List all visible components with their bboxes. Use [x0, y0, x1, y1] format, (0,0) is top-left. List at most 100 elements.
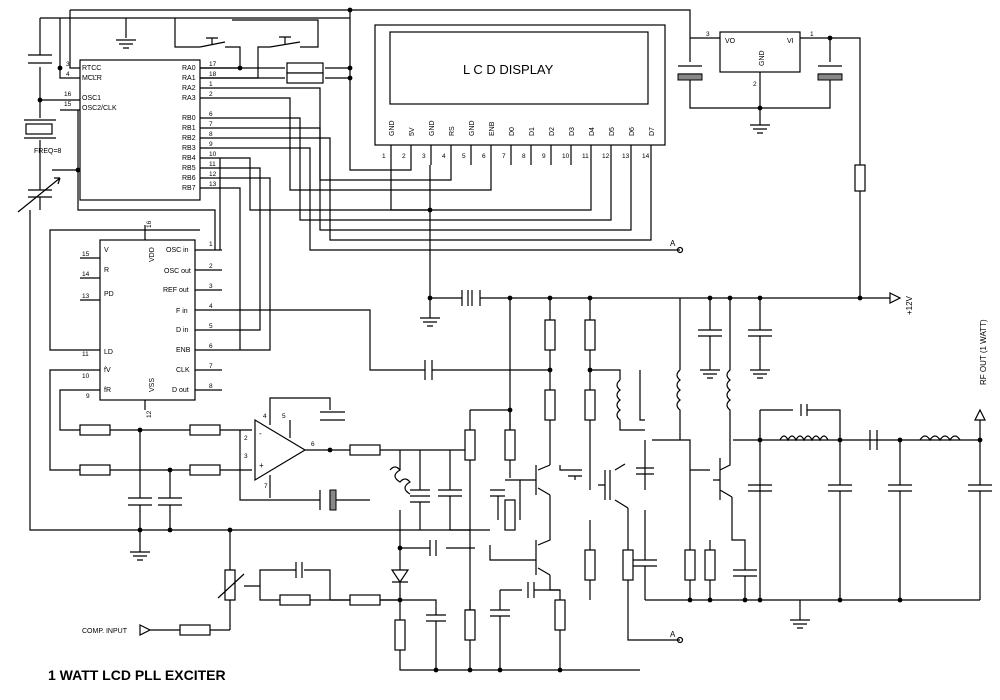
svg-text:3: 3: [66, 61, 70, 68]
svg-text:6: 6: [209, 343, 213, 350]
pll-pin-pd: PD: [104, 291, 114, 298]
push-button-1: [199, 37, 226, 48]
opamp-minus: -: [259, 429, 262, 438]
supply-rail: +12V: [430, 290, 914, 379]
mcu-pin-rb7: RB7: [182, 185, 196, 192]
lcd-pin-d3-label: D3: [569, 127, 576, 136]
lcd-pin-enb-label: ENB: [489, 121, 496, 136]
lcd-pin-d2-label: D2: [549, 127, 556, 136]
schematic-title: 1 WATT LCD PLL EXCITER: [48, 667, 226, 683]
svg-text:5: 5: [209, 323, 213, 330]
svg-text:13: 13: [82, 293, 90, 300]
node-a-label-bottom: A: [670, 630, 676, 639]
mcu-lcd-bus: A: [200, 87, 684, 351]
svg-text:13: 13: [209, 181, 217, 188]
svg-text:1: 1: [810, 31, 814, 38]
lcd-pin-number: 2: [402, 153, 406, 160]
crystal-oscillator: FREQ=8: [17, 97, 490, 531]
loop-filter: [79, 424, 252, 561]
pll-pin-ref-out: REF out: [163, 287, 189, 294]
lcd-pin-row: GND15V2GND3RS4GND5ENB6D07D18D29D310D411D…: [382, 120, 656, 165]
lcd-pin-number: 13: [622, 153, 630, 160]
svg-text:11: 11: [82, 351, 89, 358]
lcd-display-label: L C D DISPLAY: [463, 62, 554, 77]
mcu-pin-rb4: RB4: [182, 155, 196, 162]
mcu-pin-rb1: RB1: [182, 125, 196, 132]
lcd-pin-number: 7: [502, 153, 506, 160]
lcd-pin-gnd-label: GND: [429, 120, 436, 136]
mcu-pin-mclr: MCLR: [82, 75, 102, 82]
supply-label: +12V: [905, 295, 914, 315]
push-button-2: [269, 36, 301, 48]
mcu-pin-rb5: RB5: [182, 165, 196, 172]
svg-text:16: 16: [64, 91, 72, 98]
svg-text:9: 9: [86, 393, 90, 400]
pll-pin-clk: CLK: [176, 367, 190, 374]
lcd-pin-5v-label: 5V: [409, 127, 416, 136]
lcd-pin-gnd-label: GND: [469, 120, 476, 136]
svg-text:2: 2: [753, 81, 757, 88]
lcd-pin-number: 1: [382, 153, 386, 160]
mcu-pin-rb0: RB0: [182, 115, 196, 122]
svg-text:8: 8: [209, 131, 213, 138]
mcu-pin-osc1: OSC1: [82, 95, 101, 102]
svg-text:15: 15: [64, 101, 72, 108]
svg-text:4: 4: [209, 303, 213, 310]
svg-text:1: 1: [209, 81, 213, 88]
top-wiring: [39, 9, 691, 112]
lcd-display: L C D DISPLAY: [374, 24, 666, 146]
svg-text:10: 10: [209, 151, 217, 158]
svg-text:8: 8: [209, 383, 213, 390]
comp-input-label: COMP. INPUT: [82, 628, 128, 635]
pll-pin-v: V: [104, 247, 109, 254]
pll-synthesizer: V R PD LD fV fR 15 14 13 11 10 9 OSC in …: [49, 220, 425, 471]
svg-text:2: 2: [209, 263, 213, 270]
voltage-regulator: VO VI GND 3 1 2: [677, 31, 866, 298]
svg-text:7: 7: [209, 121, 213, 128]
pll-pin-d-in: D in: [176, 327, 189, 334]
svg-text:6: 6: [209, 111, 213, 118]
lcd-pin-d7-label: D7: [649, 127, 656, 136]
svg-text:4: 4: [66, 71, 70, 78]
crystal-label: FREQ=8: [34, 148, 62, 155]
mcu-pin-ra1: RA1: [182, 75, 196, 82]
pll-pin-enb: ENB: [176, 347, 191, 354]
pll-pin-osc-in: OSC in: [166, 247, 189, 254]
pll-pin-d-out: D out: [172, 387, 189, 394]
lcd-pin-d0-label: D0: [509, 127, 516, 136]
vco-section: [330, 298, 640, 673]
mcu-decoupling-capacitor: [28, 54, 52, 64]
mcu-pin-ra0: RA0: [182, 65, 196, 72]
svg-text:12: 12: [209, 171, 217, 178]
svg-text:7: 7: [264, 483, 268, 490]
lcd-ground-wiring: [349, 112, 440, 327]
svg-text:7: 7: [209, 363, 213, 370]
svg-text:14: 14: [82, 271, 90, 278]
svg-text:6: 6: [311, 441, 315, 448]
driver-stage: A: [598, 369, 710, 644]
lcd-pin-d4-label: D4: [589, 127, 596, 136]
svg-text:4: 4: [263, 413, 267, 420]
mcu-pin-rb3: RB3: [182, 145, 196, 152]
modulation-input: COMP. INPUT: [82, 527, 400, 636]
svg-text:2: 2: [209, 91, 213, 98]
lcd-pin-number: 5: [462, 153, 466, 160]
svg-text:15: 15: [82, 251, 90, 258]
microcontroller: RTCC MCLR OSC1 OSC2/CLK 3 4 16 15 RA0 RA…: [60, 59, 217, 201]
lcd-pin-number: 8: [522, 153, 526, 160]
lcd-pin-d6-label: D6: [629, 127, 636, 136]
pll-pin-r: R: [104, 267, 109, 274]
rf-out-label: RF OUT (1 WATT): [979, 319, 988, 385]
lcd-pin-gnd-label: GND: [389, 120, 396, 136]
mcu-pin-rb6: RB6: [182, 175, 196, 182]
mcu-pin-rb2: RB2: [182, 135, 196, 142]
svg-text:10: 10: [82, 373, 90, 380]
pll-pin-vdd: VDD: [149, 247, 156, 262]
op-amp: - + 2 3 6 4 5 7: [239, 397, 470, 511]
pll-pin-f-in: F in: [176, 308, 188, 315]
svg-text:16: 16: [146, 220, 153, 228]
lcd-pin-number: 6: [482, 153, 486, 160]
lcd-pin-d1-label: D1: [529, 127, 536, 136]
svg-text:11: 11: [209, 161, 216, 168]
